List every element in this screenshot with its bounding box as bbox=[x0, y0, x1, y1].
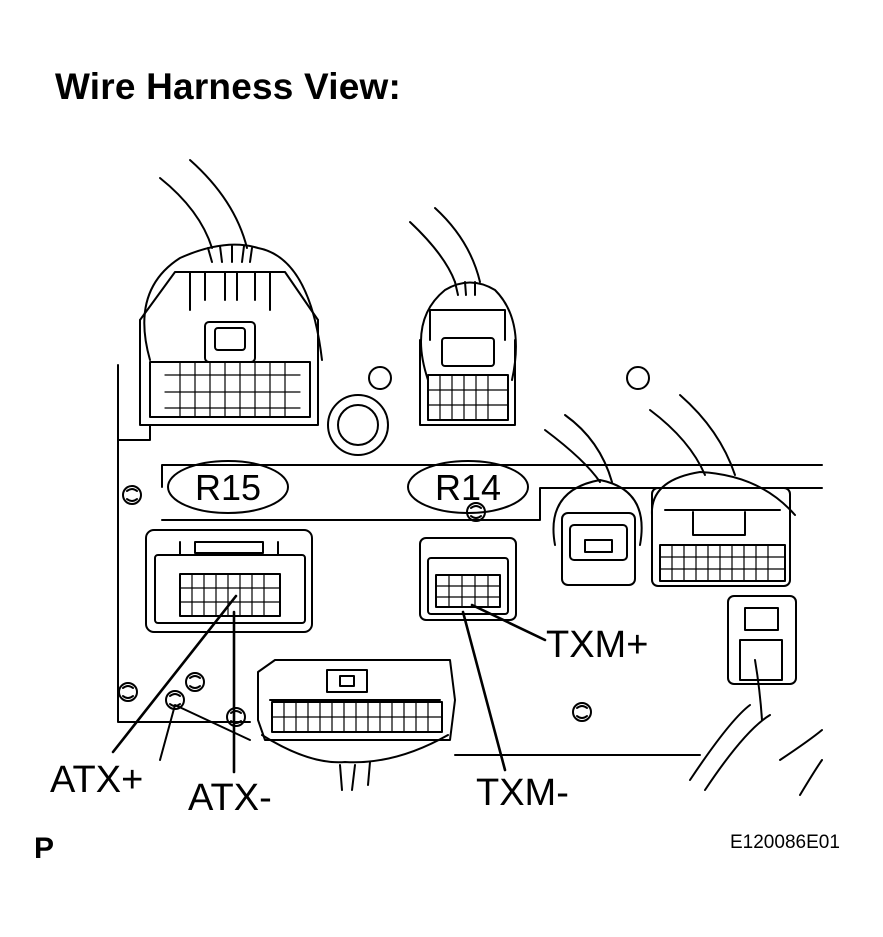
screw-icon bbox=[226, 707, 246, 727]
round-holes bbox=[327, 366, 650, 456]
leader-txm-plus bbox=[470, 603, 547, 642]
unit-body bbox=[117, 364, 823, 761]
screw-icon bbox=[185, 672, 205, 692]
terminal-label-atx-minus: ATX- bbox=[188, 777, 272, 819]
right-harness-connectors bbox=[544, 394, 823, 796]
bottom-harness-connector bbox=[257, 659, 456, 791]
terminal-label-txm-minus: TXM- bbox=[476, 772, 569, 814]
r15-receptacle bbox=[145, 529, 313, 633]
r15-harness-connector bbox=[139, 159, 323, 426]
diagram-title: Wire Harness View: bbox=[55, 66, 402, 107]
leader-txm-minus bbox=[461, 610, 507, 772]
connector-id-r14: R14 bbox=[435, 467, 501, 508]
figure-id: E120086E01 bbox=[730, 832, 840, 853]
screw-icons bbox=[118, 485, 592, 727]
terminal-label-atx-plus: ATX+ bbox=[50, 759, 143, 801]
leader-atx-plus bbox=[111, 594, 238, 754]
leader-lines bbox=[111, 594, 547, 774]
r14-receptacle bbox=[419, 537, 517, 621]
screw-icon bbox=[165, 690, 185, 710]
screw-icon bbox=[572, 702, 592, 722]
terminal-label-txm-plus: TXM+ bbox=[546, 624, 648, 666]
screw-icon bbox=[466, 502, 486, 522]
connector-id-r15: R15 bbox=[195, 467, 261, 508]
page-marker: P bbox=[34, 832, 55, 865]
r14-harness-connector bbox=[409, 207, 517, 426]
screw-icon bbox=[118, 682, 138, 702]
r15-oval bbox=[167, 460, 289, 514]
screw-icon bbox=[122, 485, 142, 505]
